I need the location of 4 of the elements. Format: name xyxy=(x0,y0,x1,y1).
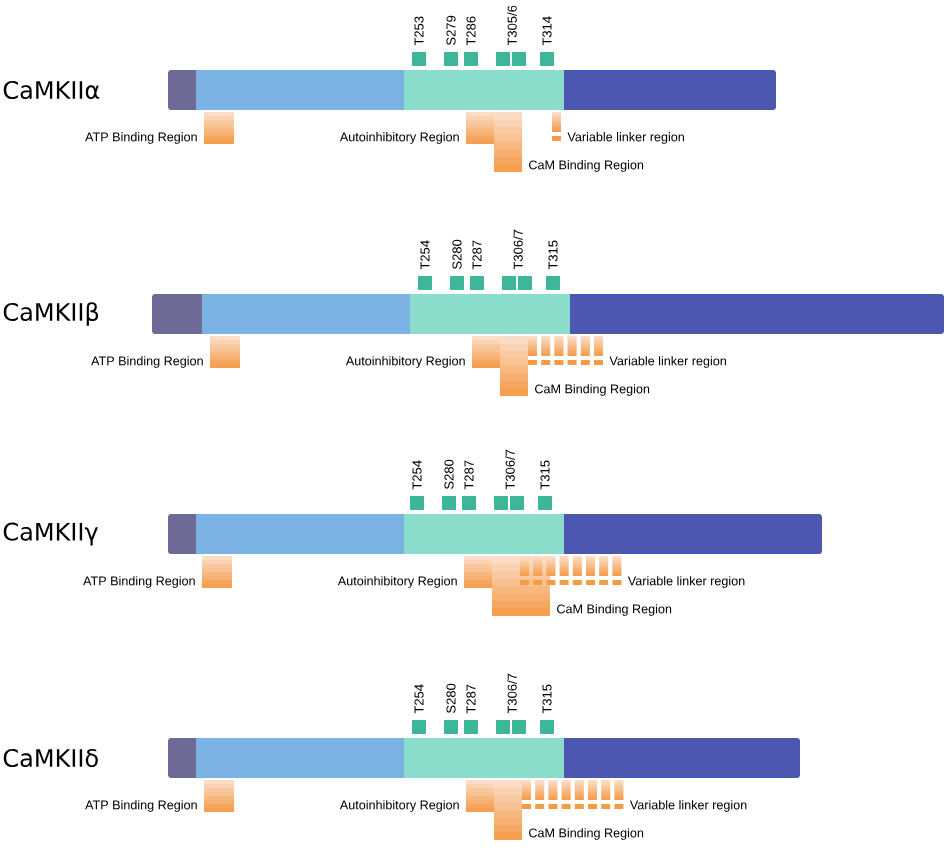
isoform-label: CaMKIIγ xyxy=(3,522,98,546)
isoform-label: CaMKIIδ xyxy=(3,748,98,768)
isoform-label: CaMKIIα xyxy=(3,80,100,100)
isoform-label: CaMKIIβ xyxy=(3,302,99,326)
